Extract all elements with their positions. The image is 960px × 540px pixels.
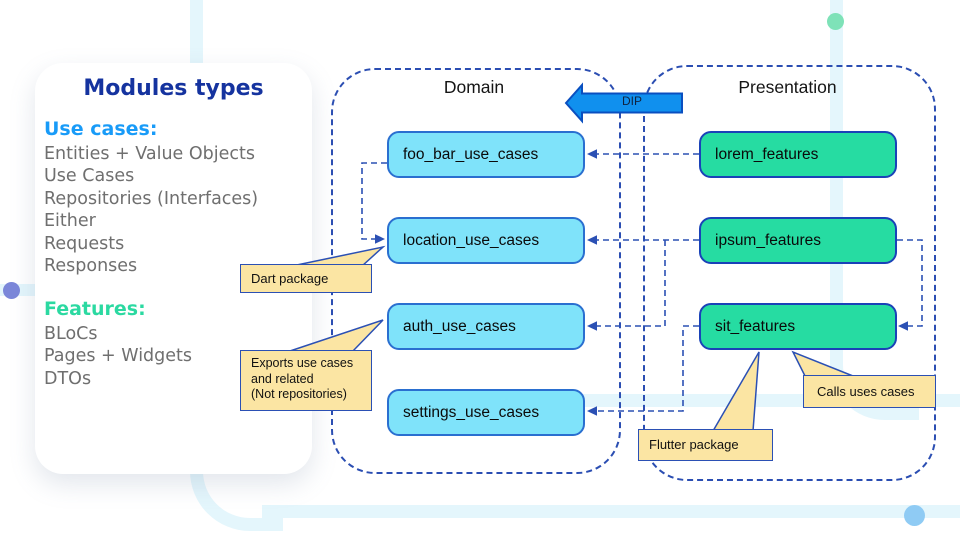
use-cases-section: Use cases: Entities + Value Objects Use … [44,118,308,277]
module-box-lorem-features: lorem_features [699,131,897,178]
card-title: Modules types [83,76,264,101]
features-header: Features: [44,298,146,320]
module-box-settings-use-cases: settings_use_cases [387,389,585,436]
calls-uses-cases-callout: Calls uses cases [803,375,936,408]
presentation-label: Presentation [738,77,837,97]
dip-arrow-label: DIP [621,94,642,108]
purple-dot [3,282,20,299]
module-box-foo-bar-use-cases: foo_bar_use_cases [387,131,585,178]
flutter-package-callout: Flutter package [638,429,773,461]
use-cases-item: Use Cases [44,166,135,187]
module-box-ipsum-features: ipsum_features [699,217,897,264]
presentation-container [643,65,936,481]
dart-package-callout: Dart package [240,264,372,293]
module-box-location-use-cases: location_use_cases [387,217,585,264]
use-cases-item: Entities + Value Objects [44,144,255,164]
module-box-auth-use-cases: auth_use_cases [387,303,585,350]
use-cases-item: Either [44,211,96,232]
use-cases-item: Responses [44,256,138,277]
features-section: Features: BLoCs Pages + Widgets DTOs [44,298,308,390]
features-item: DTOs [44,368,92,389]
use-cases-item: Requests [44,233,125,254]
features-item: BLoCs [44,324,98,344]
use-cases-item: Repositories (Interfaces) [44,188,259,209]
module-box-sit-features: sit_features [699,303,897,350]
exports-use-cases-callout: Exports use cases and related (Not repos… [240,350,372,411]
blue-dot [904,505,925,526]
green-dot [827,13,844,30]
domain-label: Domain [443,77,505,97]
decorative-band-bottom [262,505,960,518]
use-cases-header: Use cases: [44,118,158,140]
features-item: Pages + Widgets [44,346,193,367]
